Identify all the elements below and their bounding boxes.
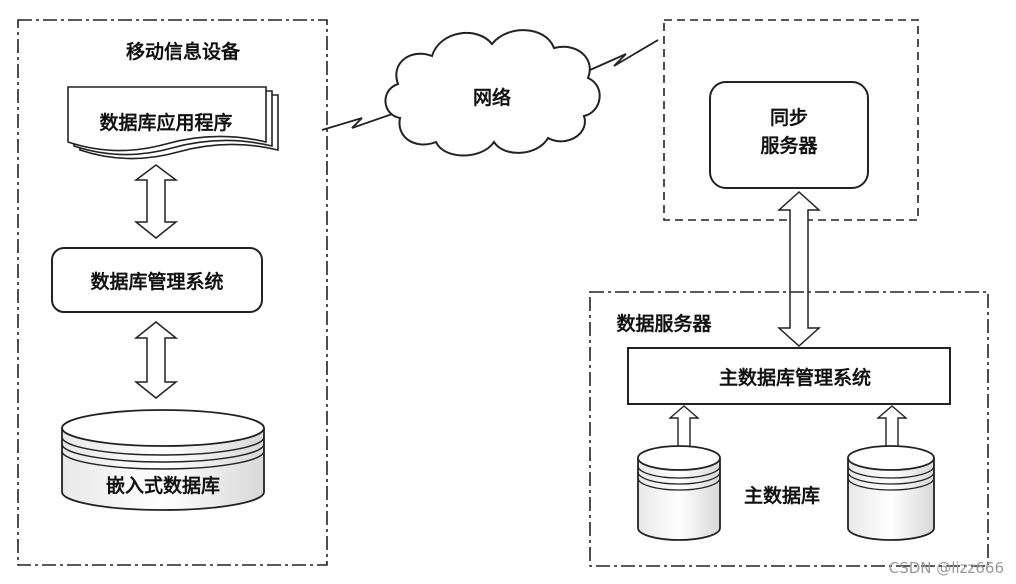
- database-app-document: [67, 86, 279, 160]
- mobile-device-container: [17, 19, 328, 566]
- lightning-left: [321, 111, 399, 131]
- arrow-sync-maindbms: [777, 190, 821, 348]
- csdn-watermark: CSDN @lizz666: [889, 559, 1004, 577]
- main-db-cylinder-right: [847, 445, 935, 541]
- sync-server-box: [709, 81, 869, 189]
- network-label: 网络: [473, 86, 511, 109]
- data-server-title: 数据服务器: [616, 312, 712, 335]
- sync-server-line2: 服务器: [760, 134, 818, 157]
- embedded-db-label: 嵌入式数据库: [106, 474, 220, 497]
- main-db-label: 主数据库: [744, 484, 820, 507]
- network-cloud: [384, 29, 601, 157]
- sync-server-line1: 同步: [770, 107, 808, 129]
- arrow-dbms-db: [133, 321, 179, 399]
- lightning-right: [589, 39, 659, 71]
- dbms-label: 数据库管理系统: [90, 270, 223, 293]
- embedded-db-cylinder: [61, 409, 265, 511]
- dbms-box: [51, 247, 263, 313]
- main-dbms-box: [627, 347, 951, 405]
- data-server-container: [589, 291, 989, 567]
- database-app-label: 数据库应用程序: [99, 111, 232, 134]
- sync-server-container: [663, 19, 919, 221]
- mobile-device-title: 移动信息设备: [126, 40, 241, 63]
- main-db-cylinder-left: [637, 445, 721, 541]
- arrow-app-dbms: [133, 164, 179, 239]
- main-dbms-label: 主数据库管理系统: [719, 366, 871, 389]
